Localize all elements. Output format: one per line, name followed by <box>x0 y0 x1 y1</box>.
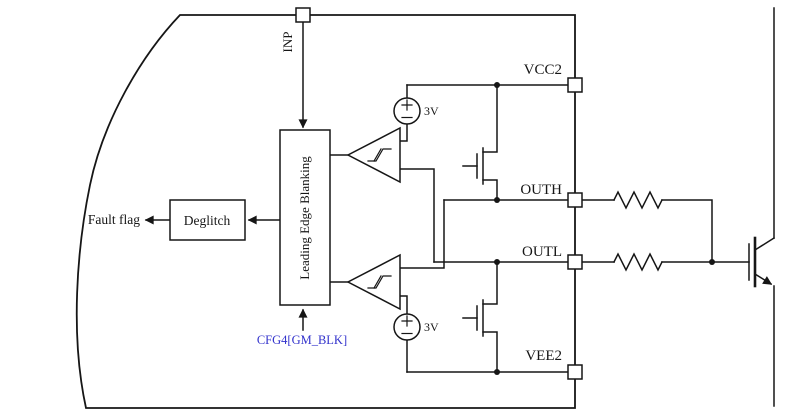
outh-sense-wire <box>399 199 445 269</box>
hysteresis-icon <box>367 148 392 162</box>
outl-label: OUTL <box>522 244 562 260</box>
mosfet-lower-drain <box>482 261 498 305</box>
comparator-lower <box>346 253 401 311</box>
igbt-collector <box>753 236 776 252</box>
hysteresis-icon <box>373 148 382 162</box>
hysteresis-icon <box>373 275 382 289</box>
wires <box>144 21 750 373</box>
mosfet-upper-source <box>482 179 498 201</box>
source-upper-value: 3V <box>424 104 439 118</box>
vee2-pin <box>567 364 583 380</box>
inp-pin <box>295 7 311 23</box>
voltage-source-lower <box>393 313 421 341</box>
junction-dot <box>494 82 500 88</box>
junction-dot <box>494 259 500 265</box>
resistor-outh <box>612 190 664 210</box>
mosfet-lower-source <box>482 331 498 373</box>
deglitch-block <box>169 199 246 241</box>
comparator-lower-body <box>346 253 401 311</box>
igbt <box>748 7 776 407</box>
outh-pin <box>567 192 583 208</box>
outl-pin <box>567 254 583 270</box>
mosfet-upper <box>462 84 498 201</box>
outh-resistor-lead <box>661 199 713 263</box>
leb-label: Leading Edge Blanking <box>297 156 312 280</box>
comparator-upper <box>346 126 401 184</box>
gate-node-dot <box>709 259 715 265</box>
outl-sense-wire <box>399 168 435 263</box>
plus-icon <box>401 99 413 111</box>
junction-dot <box>494 369 500 375</box>
outh-label: OUTH <box>520 182 562 198</box>
voltage-source-lower-body <box>393 313 421 341</box>
mosfet-lower <box>462 261 498 373</box>
comparator-upper-body <box>346 126 401 184</box>
leb-block <box>279 129 331 306</box>
resistor-outl <box>612 252 664 272</box>
junction-dot <box>494 197 500 203</box>
fault-flag-label: Fault flag <box>88 212 140 227</box>
cfg4-label: CFG4[GM_BLK] <box>257 333 347 347</box>
plus-icon <box>401 315 413 327</box>
inp-label: INP <box>280 32 295 53</box>
igbt-emitter <box>753 272 773 286</box>
source-lower-value: 3V <box>424 320 439 334</box>
voltage-source-upper <box>393 97 421 125</box>
vcc2-pin <box>567 77 583 93</box>
vee2-label: VEE2 <box>525 348 562 364</box>
chip-boundary <box>75 14 576 409</box>
voltage-source-upper-body <box>393 97 421 125</box>
deglitch-label: Deglitch <box>184 213 231 228</box>
vcc2-label: VCC2 <box>524 62 562 78</box>
source-to-comp-lower-wire <box>399 295 408 315</box>
source-to-comp-upper-wire <box>399 123 408 142</box>
hysteresis-icon <box>367 275 392 289</box>
mosfet-upper-drain <box>482 84 498 153</box>
